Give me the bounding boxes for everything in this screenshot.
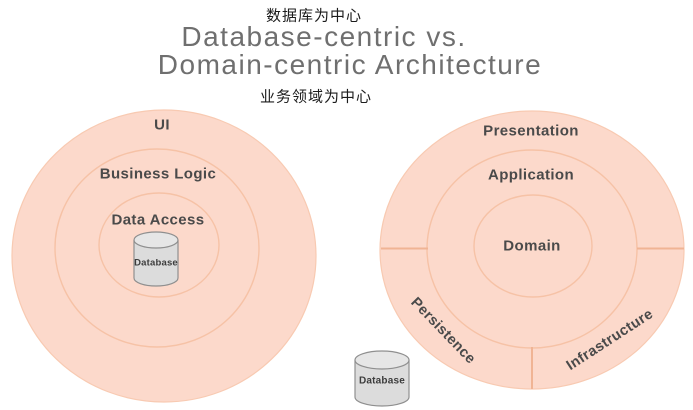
right-ring-label-domain: Domain — [503, 237, 561, 255]
left-database-label: Database — [134, 257, 178, 269]
subtitle-database-centric-cn: 数据库为中心 — [265, 7, 363, 25]
right-ring-label-presentation: Presentation — [483, 122, 579, 140]
right-inner-ring — [473, 194, 593, 298]
left-database-cylinder-lid — [133, 231, 179, 249]
right-database-label: Database — [358, 375, 406, 387]
left-ring-label-data-access: Data Access — [111, 211, 205, 229]
left-ring-label-business-logic: Business Logic — [99, 165, 217, 183]
right-database-cylinder-body — [354, 360, 410, 407]
left-ring-label-ui: UI — [154, 116, 170, 134]
title-line-2: Domain-centric Architecture — [157, 49, 543, 80]
left-database-cylinder-icon — [133, 231, 179, 287]
right-database-cylinder-lid — [354, 350, 410, 370]
right-ring-label-application: Application — [487, 166, 575, 184]
subtitle-domain-centric-cn: 业务领域为中心 — [259, 88, 373, 106]
left-database-cylinder-body — [133, 240, 179, 287]
right-database-cylinder-icon — [354, 350, 410, 407]
right-diagram-rings — [379, 110, 685, 390]
title-line-1: Database-centric vs. — [181, 21, 467, 52]
